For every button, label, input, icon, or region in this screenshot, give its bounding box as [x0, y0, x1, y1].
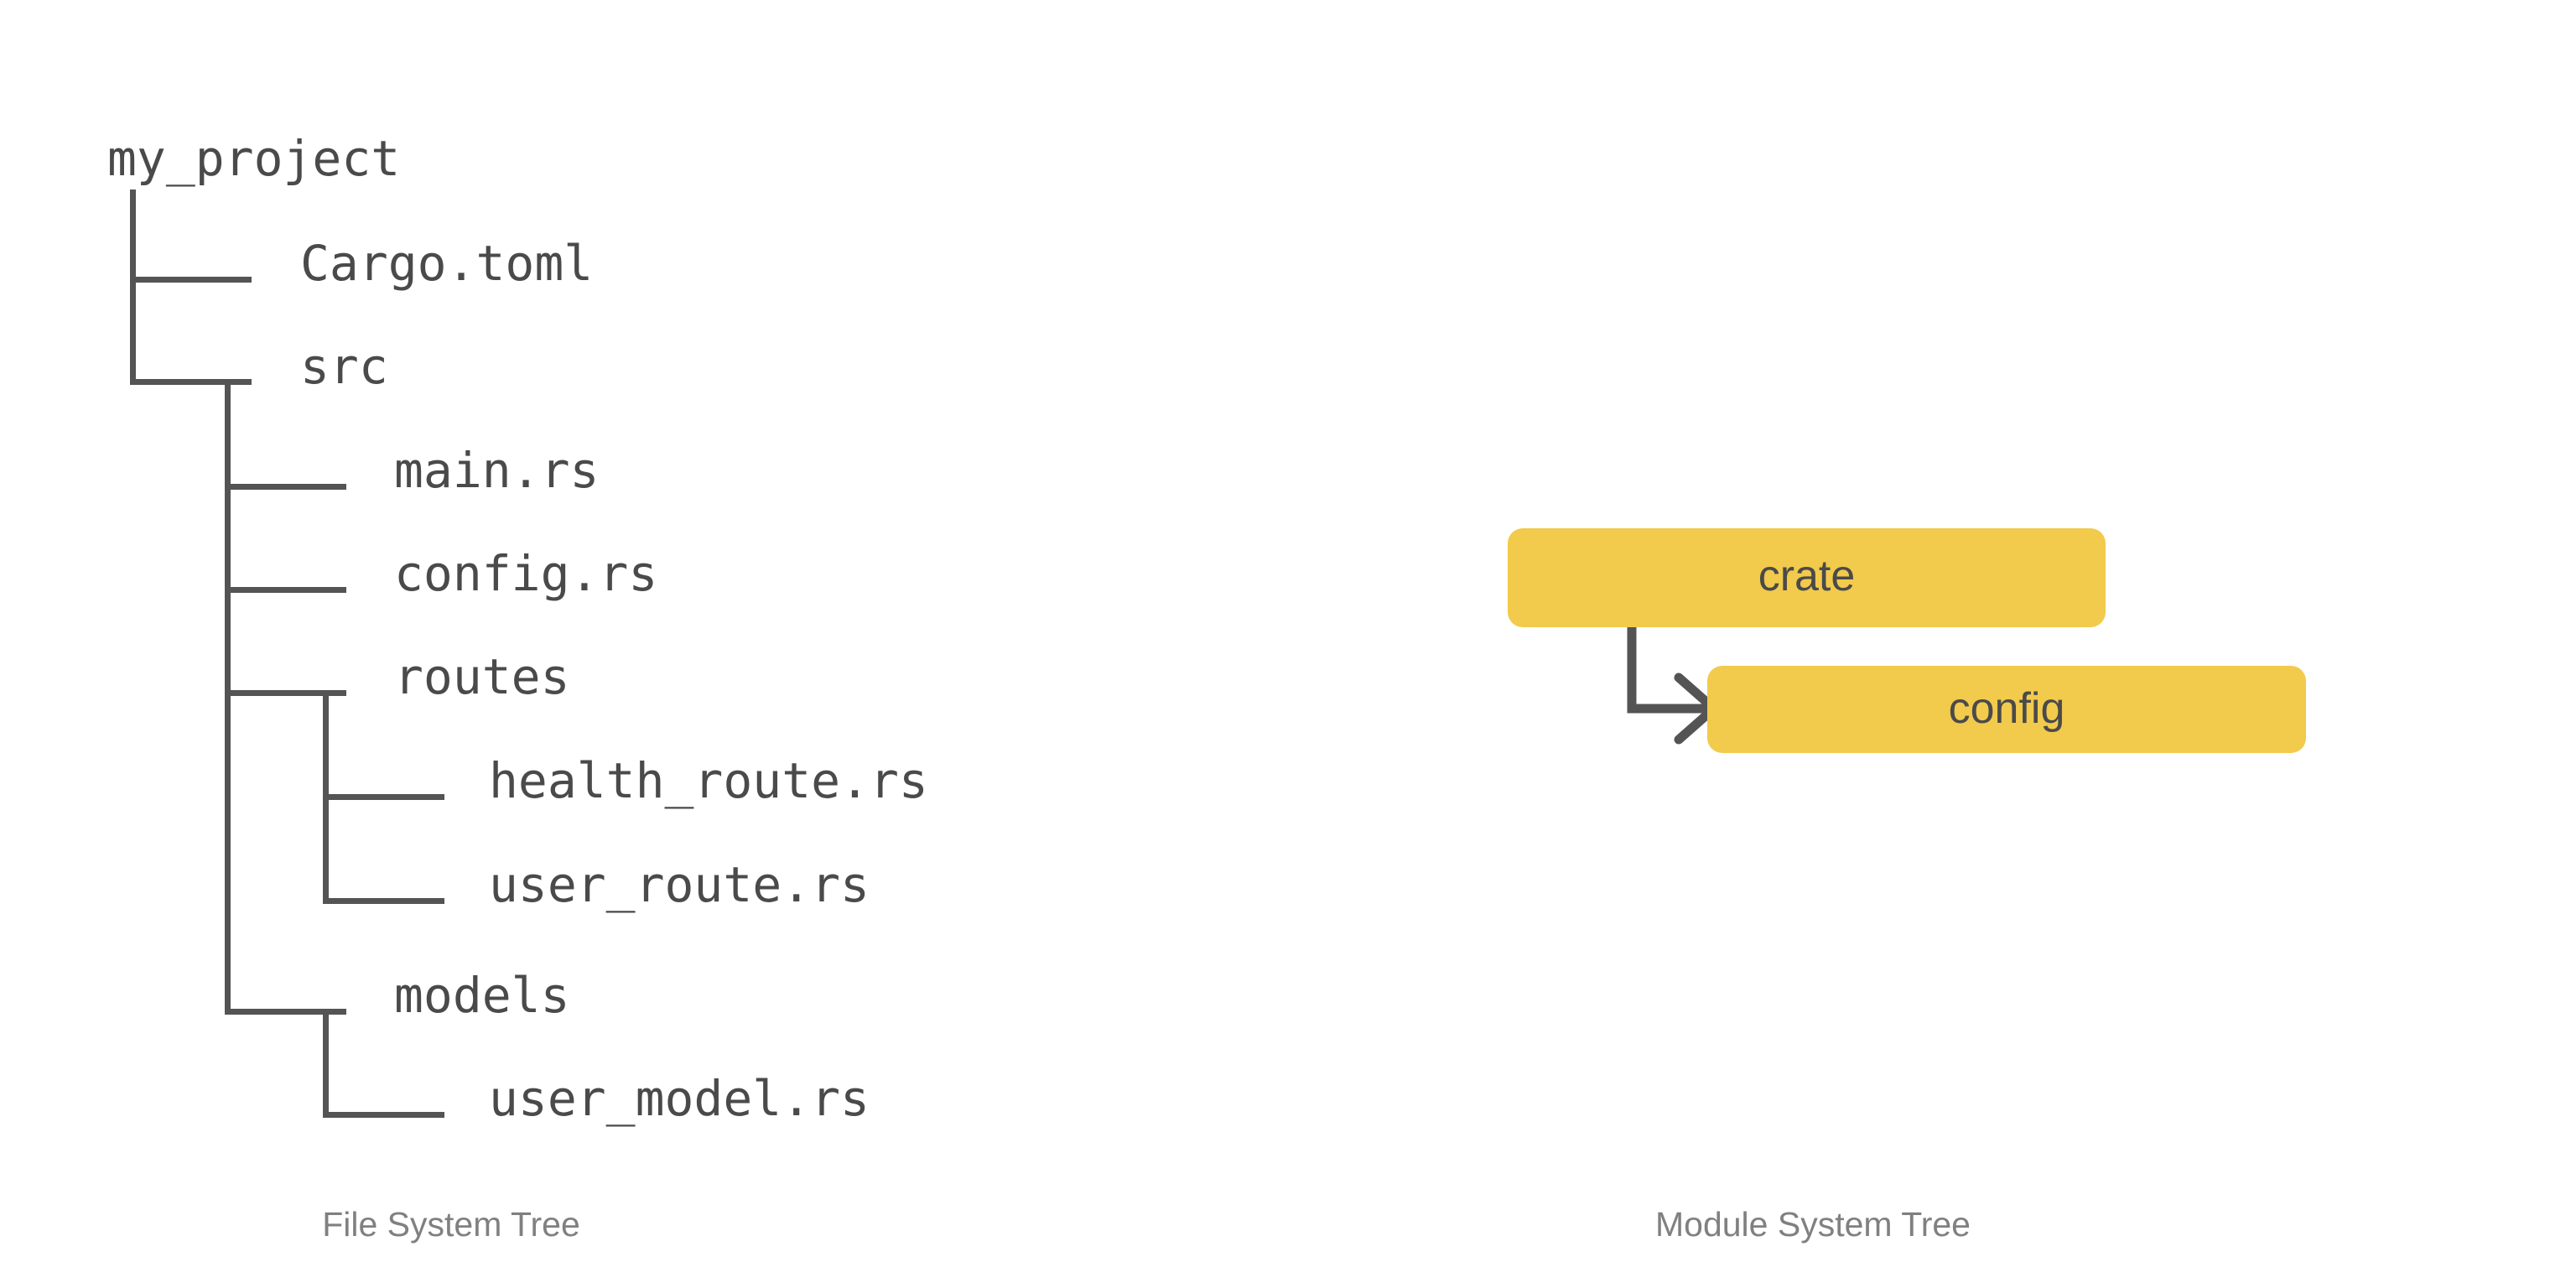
tree-node-config-rs[interactable]: config.rs: [394, 545, 658, 602]
module-node-config-label: config: [1948, 684, 2065, 733]
file-system-tree: my_project Cargo.toml src main.rs config…: [0, 0, 1288, 1174]
tree-node-cargo-toml[interactable]: Cargo.toml: [300, 235, 594, 292]
tree-node-my-project[interactable]: my_project: [107, 130, 401, 187]
file-system-tree-caption: File System Tree: [322, 1205, 580, 1244]
tree-rule-user-route-branch: [323, 898, 444, 904]
tree-rule-src-branch: [130, 379, 252, 385]
module-node-config[interactable]: config: [1707, 666, 2306, 753]
module-system-tree: crate config: [1288, 0, 2576, 1174]
module-node-crate[interactable]: crate: [1508, 528, 2106, 627]
module-node-crate-label: crate: [1758, 552, 1856, 600]
tree-rule-user-model-branch: [323, 1112, 444, 1118]
tree-rule-main-branch: [225, 484, 346, 490]
tree-rule-level0-vertical: [130, 190, 136, 379]
tree-rule-health-route-branch: [323, 794, 444, 800]
tree-node-user-route-rs[interactable]: user_route.rs: [489, 856, 870, 913]
tree-rule-level1-vertical: [225, 379, 231, 1015]
edge-elbow-line: [1627, 627, 1707, 714]
tree-node-src[interactable]: src: [300, 338, 388, 395]
tree-rule-config-branch: [225, 587, 346, 593]
tree-rule-routes-branch: [225, 690, 346, 696]
tree-rule-cargo-branch: [130, 277, 252, 283]
tree-node-user-model-rs[interactable]: user_model.rs: [489, 1070, 870, 1127]
tree-rule-models-branch: [225, 1009, 346, 1015]
tree-node-health-route-rs[interactable]: health_route.rs: [489, 752, 928, 809]
tree-node-routes[interactable]: routes: [394, 648, 570, 705]
tree-node-main-rs[interactable]: main.rs: [394, 442, 600, 499]
tree-rule-models-children-vertical: [323, 1009, 329, 1118]
module-system-tree-caption: Module System Tree: [1655, 1205, 1971, 1244]
tree-node-models[interactable]: models: [394, 967, 570, 1024]
